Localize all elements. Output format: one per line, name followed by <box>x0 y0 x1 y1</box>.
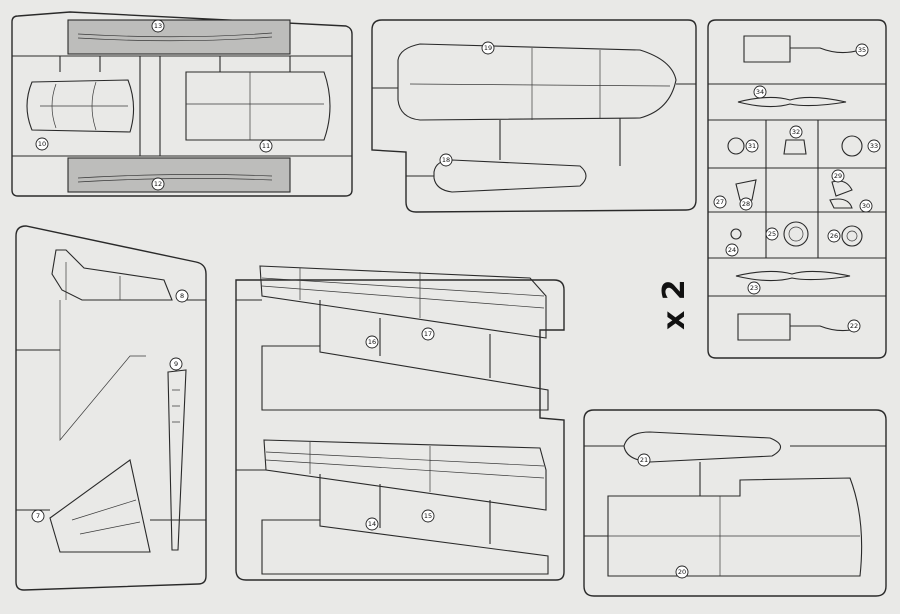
svg-text:17: 17 <box>424 330 432 338</box>
part-11-canopy <box>185 71 331 141</box>
part-30-fairing <box>829 198 853 209</box>
svg-text:27: 27 <box>716 198 724 206</box>
part-number-12: 12 <box>151 177 165 191</box>
svg-text:32: 32 <box>792 128 800 136</box>
part-number-28: 28 <box>739 197 753 211</box>
svg-text:20: 20 <box>678 568 686 576</box>
part-number-26: 26 <box>827 229 841 243</box>
part-number-18: 18 <box>439 153 453 167</box>
svg-text:8: 8 <box>180 292 184 300</box>
part-22-engine-mount <box>737 313 861 341</box>
part-9-strut <box>167 369 187 551</box>
part-35-engine-mount <box>743 35 861 63</box>
sprue-frame-a <box>11 11 353 197</box>
svg-text:18: 18 <box>442 156 450 164</box>
part-24-hub <box>730 228 742 240</box>
svg-text:19: 19 <box>484 44 492 52</box>
sprue-frame-d <box>15 225 207 591</box>
sprue-frame-f <box>583 409 887 597</box>
part-23-propeller <box>735 270 851 282</box>
svg-text:16: 16 <box>368 338 376 346</box>
part-number-16: 16 <box>365 335 379 349</box>
part-number-20: 20 <box>675 565 689 579</box>
svg-text:25: 25 <box>768 230 776 238</box>
part-number-34: 34 <box>753 85 767 99</box>
part-18-float <box>433 159 587 193</box>
part-number-17: 17 <box>421 327 435 341</box>
svg-text:33: 33 <box>870 142 878 150</box>
svg-text:22: 22 <box>850 322 858 330</box>
svg-text:12: 12 <box>154 180 162 188</box>
sprue-frame-b <box>371 19 697 213</box>
svg-text:24: 24 <box>728 246 736 254</box>
svg-text:23: 23 <box>750 284 758 292</box>
part-labels: 13 12 10 11 19 18 35 34 31 32 33 27 28 2… <box>31 19 881 579</box>
svg-text:28: 28 <box>742 200 750 208</box>
quantity-multiplier: x 2 <box>657 279 692 330</box>
part-number-27: 27 <box>713 195 727 209</box>
part-19-fuselage-half <box>397 43 677 121</box>
part-number-22: 22 <box>847 319 861 333</box>
part-32-bracket <box>783 139 807 155</box>
svg-text:10: 10 <box>38 140 46 148</box>
svg-text:9: 9 <box>174 360 178 368</box>
svg-text:34: 34 <box>756 88 764 96</box>
part-number-33: 33 <box>867 139 881 153</box>
part-number-30: 30 <box>859 199 873 213</box>
svg-text:30: 30 <box>862 202 870 210</box>
part-number-24: 24 <box>725 243 739 257</box>
svg-text:31: 31 <box>748 142 756 150</box>
part-16-lower-wing <box>261 345 549 411</box>
part-8-fin <box>51 249 173 301</box>
svg-text:35: 35 <box>858 46 866 54</box>
part-33-disc <box>841 135 863 157</box>
part-34-propeller <box>737 96 847 108</box>
part-number-31: 31 <box>745 139 759 153</box>
svg-text:29: 29 <box>834 172 842 180</box>
part-21-float <box>623 431 782 463</box>
part-number-23: 23 <box>747 281 761 295</box>
part-31-wheel <box>727 137 745 155</box>
part-15-upper-wing <box>263 439 547 511</box>
part-26-cowl-ring <box>841 225 863 247</box>
part-12-runner <box>67 157 291 193</box>
part-number-13: 13 <box>151 19 165 33</box>
sprue-frame-c <box>707 19 887 359</box>
part-29-fairing <box>831 180 853 197</box>
part-number-11: 11 <box>259 139 273 153</box>
part-10-cowl <box>26 79 135 133</box>
part-7-stabilizer <box>49 459 151 553</box>
svg-text:15: 15 <box>424 512 432 520</box>
svg-text:26: 26 <box>830 232 838 240</box>
svg-text:14: 14 <box>368 520 376 528</box>
part-number-9: 9 <box>169 357 183 371</box>
part-number-14: 14 <box>365 517 379 531</box>
part-number-10: 10 <box>35 137 49 151</box>
part-number-21: 21 <box>637 453 651 467</box>
part-number-32: 32 <box>789 125 803 139</box>
sprue-frame-e <box>235 265 565 581</box>
svg-text:7: 7 <box>36 512 40 520</box>
part-number-25: 25 <box>765 227 779 241</box>
part-number-7: 7 <box>31 509 45 523</box>
part-number-15: 15 <box>421 509 435 523</box>
svg-text:21: 21 <box>640 456 648 464</box>
part-number-8: 8 <box>175 289 189 303</box>
part-20-fuselage-floor <box>607 477 863 577</box>
svg-text:11: 11 <box>262 142 270 150</box>
part-number-35: 35 <box>855 43 869 57</box>
part-28-fairing <box>735 179 757 201</box>
svg-text:13: 13 <box>154 22 162 30</box>
part-14-lower-wing <box>261 519 549 575</box>
part-25-cowl-ring <box>783 221 809 247</box>
part-17-upper-wing <box>259 265 547 339</box>
part-number-29: 29 <box>831 169 845 183</box>
part-number-19: 19 <box>481 41 495 55</box>
